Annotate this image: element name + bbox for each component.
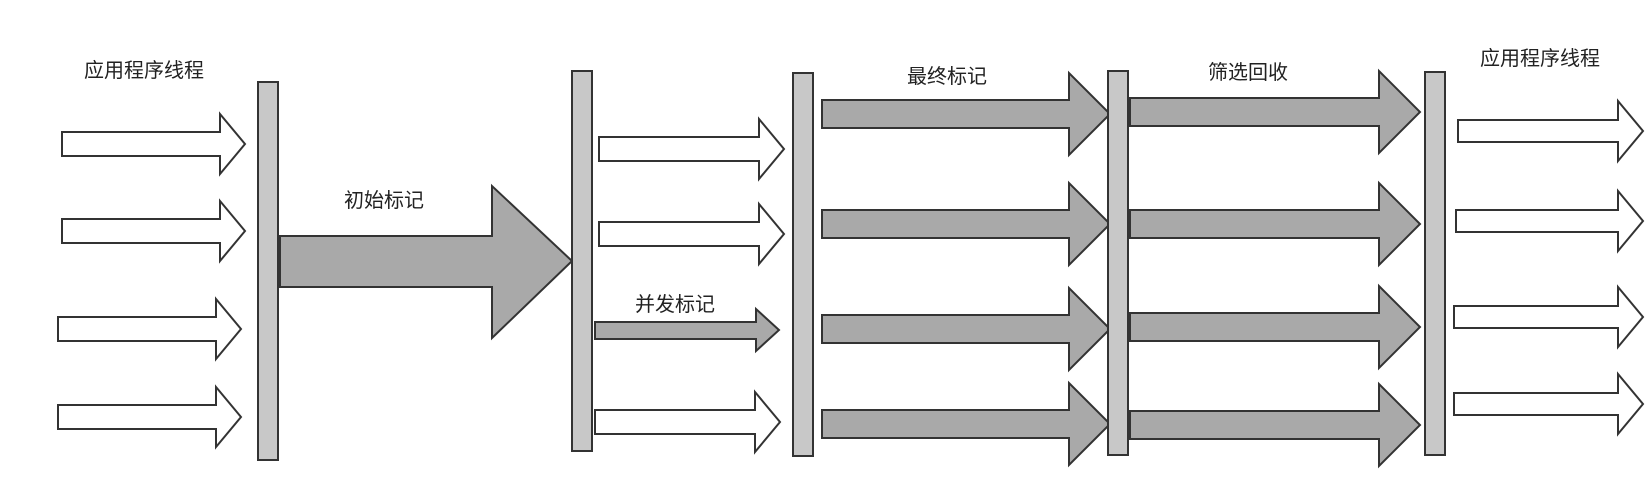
filter-recycle-arrow-3	[1129, 283, 1422, 371]
final-mark-arrow-1	[821, 70, 1112, 158]
app-thread-arrow-left-1	[61, 111, 247, 177]
safepoint-barrier-2	[571, 70, 593, 452]
final-mark-arrow-3	[821, 285, 1112, 373]
final-mark-arrow-2	[821, 180, 1112, 268]
label-concurrent-mark: 并发标记	[635, 292, 715, 316]
initial-mark-arrow	[279, 183, 574, 341]
app-thread-arrow-concurrent-1	[598, 116, 786, 182]
label-app-thread-left: 应用程序线程	[84, 58, 204, 82]
app-thread-arrow-left-2	[61, 198, 247, 264]
app-thread-arrow-right-3	[1453, 284, 1645, 350]
filter-recycle-arrow-1	[1129, 68, 1422, 156]
label-initial-mark: 初始标记	[344, 188, 424, 212]
app-thread-arrow-left-4	[57, 384, 243, 450]
filter-recycle-arrow-2	[1129, 180, 1422, 268]
app-thread-arrow-right-2	[1455, 188, 1645, 254]
filter-recycle-arrow-4	[1129, 381, 1422, 469]
app-thread-arrow-right-4	[1453, 371, 1645, 437]
app-thread-arrow-left-3	[57, 296, 243, 362]
label-app-thread-right: 应用程序线程	[1480, 46, 1600, 70]
app-thread-arrow-concurrent-2	[598, 201, 786, 267]
label-final-mark: 最终标记	[907, 64, 987, 88]
app-thread-arrow-concurrent-3	[594, 389, 782, 455]
app-thread-arrow-right-1	[1457, 98, 1645, 164]
safepoint-barrier-1	[257, 81, 279, 461]
safepoint-barrier-3	[792, 72, 814, 457]
label-filter-recycle: 筛选回收	[1208, 60, 1288, 84]
safepoint-barrier-5	[1424, 71, 1446, 456]
safepoint-barrier-4	[1107, 70, 1129, 456]
final-mark-arrow-4	[821, 380, 1112, 468]
concurrent-mark-arrow	[594, 306, 781, 354]
